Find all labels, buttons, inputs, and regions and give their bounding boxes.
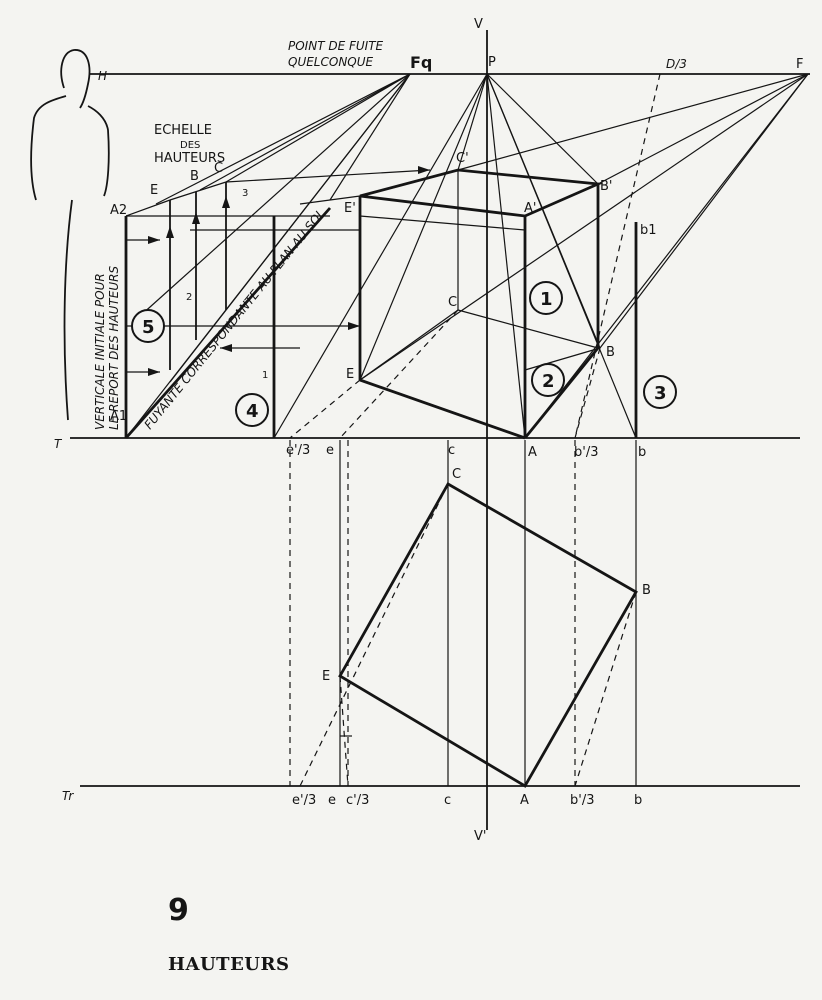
circle-2: 2 <box>531 363 565 397</box>
label-E-scale: E <box>150 183 158 198</box>
bottom-c3: c'/3 <box>346 793 369 808</box>
label-B-scale: B <box>190 169 199 184</box>
svg-text:1: 1 <box>540 289 553 310</box>
plan-B: B <box>642 583 651 598</box>
cube <box>358 168 638 440</box>
bottom-b: b <box>634 793 642 808</box>
scale-label-2: DES <box>180 140 200 151</box>
label-2-scale: 2 <box>186 292 192 303</box>
label-C-mid: C <box>448 295 457 310</box>
d3-label: D/3 <box>666 57 687 71</box>
circle-5: 5 <box>131 309 165 343</box>
label-1-scale: 1 <box>262 370 268 381</box>
label-B-mid: B <box>606 345 615 360</box>
bottom-b3: b'/3 <box>570 793 594 808</box>
plan-C: C <box>452 467 461 482</box>
label-B-prime: B' <box>600 179 613 194</box>
figure-caption: HAUTEURS <box>168 954 290 975</box>
ground-A: A <box>528 445 537 460</box>
tr-label: Tr <box>62 789 74 803</box>
plan-E: E <box>322 669 330 684</box>
t-label: T <box>54 437 63 451</box>
v-prime-label: V' <box>474 829 486 844</box>
ground-b: b <box>638 445 646 460</box>
ground-c: c <box>448 443 455 458</box>
ground-e3: e'/3 <box>286 443 310 458</box>
projection-lines <box>289 440 637 786</box>
d3-dashed-line <box>574 73 661 439</box>
figure-number: 9 <box>168 893 189 928</box>
label-A1: A1 <box>110 409 127 424</box>
scale-label-3: HAUTEURS <box>154 151 225 166</box>
height-scale <box>124 166 431 439</box>
bottom-c: c <box>444 793 451 808</box>
label-b1: b1 <box>640 223 657 238</box>
plan-square <box>299 482 638 788</box>
p-vanishing-lines <box>273 73 637 439</box>
h-label: H <box>98 69 107 83</box>
circle-4: 4 <box>235 393 269 427</box>
f-label: F <box>796 57 803 72</box>
vanishing-label-1: POINT DE FUITE <box>288 39 384 53</box>
label-E-mid: E <box>346 367 354 382</box>
circle-3: 3 <box>643 375 677 409</box>
label-A-prime: A' <box>524 201 536 216</box>
label-C-scale: C <box>214 161 223 176</box>
ground-e: e <box>326 443 334 458</box>
f-vanishing-lines <box>359 73 809 439</box>
vertical-note-2: LE REPORT DES HAUTEURS <box>107 266 121 430</box>
svg-text:5: 5 <box>142 317 155 338</box>
label-C-prime: C' <box>456 151 469 166</box>
vertical-note-1: VERTICALE INITIALE POUR <box>93 273 107 430</box>
svg-text:2: 2 <box>542 371 555 392</box>
human-silhouette-icon <box>30 49 110 421</box>
v-label: V <box>474 17 483 32</box>
scale-label-1: ECHELLE <box>154 123 212 138</box>
label-A2: A2 <box>110 203 127 218</box>
bottom-e: e <box>328 793 336 808</box>
fq-vanishing-lines <box>125 73 411 439</box>
ground-b3: b'/3 <box>574 445 598 460</box>
bottom-e3: e'/3 <box>292 793 316 808</box>
svg-text:4: 4 <box>246 401 259 422</box>
circle-1: 1 <box>529 281 563 315</box>
vanishing-label-2: QUELCONQUE <box>288 55 374 69</box>
label-3-scale: 3 <box>242 188 248 199</box>
label-E-prime: E' <box>344 201 356 216</box>
svg-text:3: 3 <box>654 383 667 404</box>
p-label: P <box>488 55 496 70</box>
fq-label: Fq <box>410 53 432 72</box>
bottom-A: A <box>520 793 529 808</box>
